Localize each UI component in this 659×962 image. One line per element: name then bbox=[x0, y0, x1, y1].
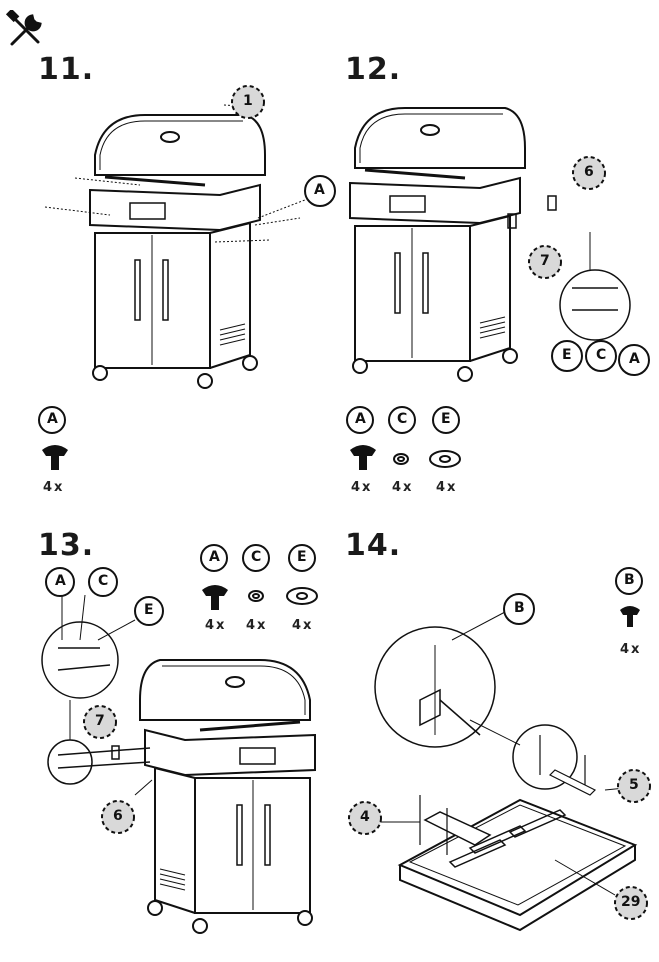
hardware-letter-a-step13: A bbox=[209, 549, 220, 565]
hardware-qty-c-step12: 4x bbox=[392, 480, 414, 495]
callout-7-step12: 7 bbox=[540, 253, 550, 269]
callout-e-step12: E bbox=[562, 347, 572, 363]
hardware-qty-e-step13: 4x bbox=[292, 618, 314, 633]
callout-b-step14: B bbox=[514, 600, 525, 616]
step-number-13: 13. bbox=[38, 528, 95, 563]
callout-c-step13: C bbox=[98, 573, 109, 589]
callout-a-step12: A bbox=[629, 351, 640, 367]
step-number-11: 11. bbox=[38, 52, 95, 87]
hardware-letter-e-step12: E bbox=[441, 411, 451, 427]
hardware-qty-c-step13: 4x bbox=[246, 618, 268, 633]
hardware-letter-b-step14: B bbox=[624, 572, 635, 588]
step-number-12: 12. bbox=[345, 52, 402, 87]
hardware-letter-e-step13: E bbox=[297, 549, 307, 565]
callout-1: 1 bbox=[243, 93, 253, 109]
hardware-letter-c-step12: C bbox=[397, 411, 408, 427]
hardware-qty-a-step13: 4x bbox=[205, 618, 227, 633]
callout-a-step13: A bbox=[55, 573, 66, 589]
callout-7-step13: 7 bbox=[95, 713, 105, 729]
tools-icon bbox=[6, 10, 42, 46]
callout-e-step13: E bbox=[144, 602, 154, 618]
callout-6-step12: 6 bbox=[584, 164, 594, 180]
callout-29-step14: 29 bbox=[621, 894, 641, 910]
step-number-14: 14. bbox=[345, 528, 402, 563]
hardware-qty-a-step12: 4x bbox=[351, 480, 373, 495]
hardware-letter-a-step11: A bbox=[47, 411, 58, 427]
callout-6-step13: 6 bbox=[113, 808, 123, 824]
hardware-letter-a-step12: A bbox=[355, 411, 366, 427]
hardware-qty-e-step12: 4x bbox=[436, 480, 458, 495]
hardware-letter-c-step13: C bbox=[251, 549, 262, 565]
callout-4-step14: 4 bbox=[360, 809, 370, 825]
callout-5-step14: 5 bbox=[629, 777, 639, 793]
hardware-qty-a-step11: 4x bbox=[43, 480, 65, 495]
callout-a-step11: A bbox=[314, 182, 325, 198]
callout-c-step12: C bbox=[596, 347, 607, 363]
hardware-qty-b-step14: 4x bbox=[620, 642, 642, 657]
